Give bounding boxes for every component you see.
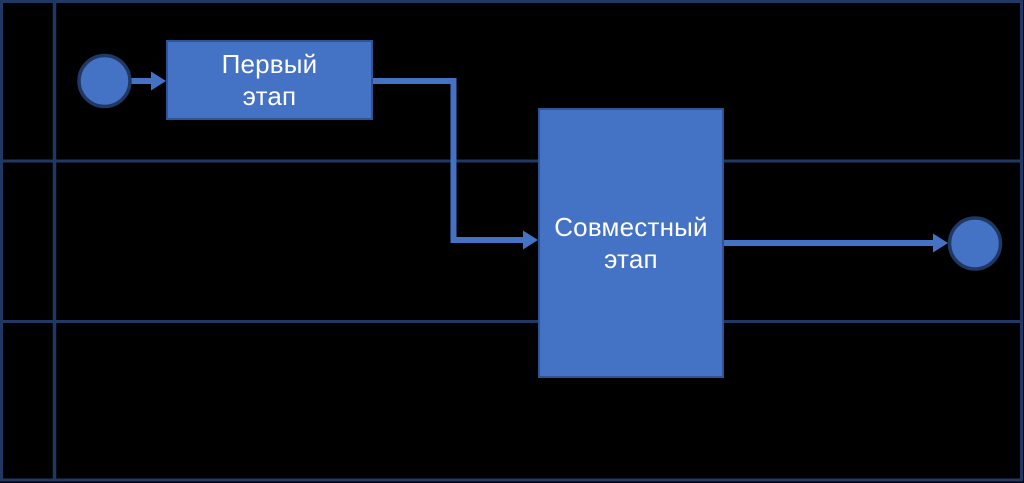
task-joint-stage-label-line1: Совместный bbox=[554, 212, 708, 242]
task-first-stage[interactable]: Первый этап bbox=[166, 40, 373, 120]
flow-first-to-joint-shaft bbox=[373, 78, 524, 243]
flow-start-to-first-arrowhead-icon bbox=[151, 71, 166, 91]
end-event-node[interactable] bbox=[947, 216, 1003, 271]
start-event-node[interactable] bbox=[77, 53, 132, 109]
flow-start-to-first[interactable] bbox=[131, 71, 167, 91]
flow-joint-to-end[interactable] bbox=[724, 233, 948, 253]
task-first-stage-label: Первый этап bbox=[222, 48, 318, 112]
task-first-stage-label-line1: Первый bbox=[221, 49, 318, 79]
flow-first-to-joint-arrowhead-icon bbox=[523, 230, 538, 250]
task-joint-stage-label-line2: этап bbox=[604, 244, 658, 274]
task-first-stage-label-line2: этап bbox=[242, 81, 297, 111]
task-joint-stage-label: Совместный этап bbox=[554, 211, 708, 275]
flow-first-to-joint[interactable] bbox=[373, 78, 538, 250]
flow-joint-to-end-arrowhead-icon bbox=[933, 233, 948, 253]
task-joint-stage[interactable]: Совместный этап bbox=[538, 108, 724, 378]
